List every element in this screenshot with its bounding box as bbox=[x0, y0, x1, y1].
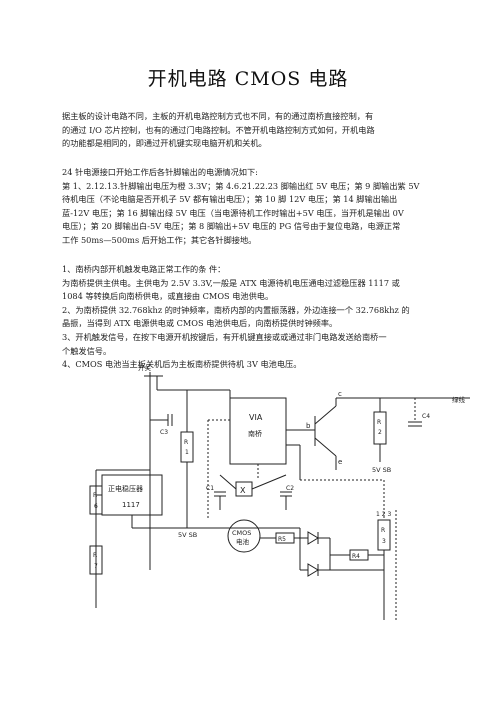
power-line: 工作 50ms—500ms 后开始工作；其它各针脚接地。 bbox=[62, 234, 257, 245]
power-pin-paragraph: 24 针电源接口开始工作后各针脚输出的电源情况如下: 第 1、2.12.13.针… bbox=[62, 166, 434, 248]
condition-line: 个触发信号。 bbox=[62, 345, 112, 356]
condition-line: 1084 等转换后向南桥供电，或直接由 CMOS 电池供电。 bbox=[62, 291, 274, 302]
r5-label: R5 bbox=[278, 536, 286, 543]
page-title: 开机电路 CMOS 电路 bbox=[147, 68, 349, 90]
power-line: 第 1、2.12.13.针脚输出电压为橙 3.3V；第 4.6.21.22.23… bbox=[62, 180, 420, 191]
transistor-emitter: e bbox=[338, 458, 342, 466]
power-line: 待机电压（不论电脑是否开机子 5V 都有输出电压）；第 10 脚 12V 电压；… bbox=[62, 194, 398, 205]
r1-number: 1 bbox=[185, 449, 189, 456]
cmos-label: CMOS bbox=[232, 529, 251, 537]
condition-line: 1、南桥内部开机触发电路正常工作的条 件： bbox=[62, 264, 226, 274]
r2-letter: R bbox=[377, 419, 381, 426]
r1-letter: R bbox=[184, 439, 188, 446]
condition-line: 晶振，当得到 ATX 电源供电或 CMOS 电池供电后，向南桥提供时钟频率。 bbox=[62, 318, 338, 329]
power-line: 蓝-12V 电压；第 16 脚输出绿 5V 电压（当电源待机工作时输出+5V 电… bbox=[62, 207, 404, 218]
r6-letter: R bbox=[93, 492, 97, 499]
power-on-schematic: 开关 绿线 VIA 南桥 正电稳压器 1117 CMOS 电池 X R 1 R … bbox=[89, 363, 470, 620]
condition-line: 为南桥提供主供电。主供电为 2.5V 3.3V,一般是 ATX 电源待机电压通电… bbox=[62, 277, 400, 288]
intro-paragraph: 据主板的设计电路不同，主板的开机电路控制方式也不同，有的通过南桥直接控制，有 的… bbox=[62, 110, 434, 151]
power-line: 电压）；第 20 脚输出白-5V 电压；第 8 脚输出+5V 电压的 PG 信号… bbox=[62, 221, 401, 232]
r3-letter: R bbox=[381, 527, 385, 534]
intro-line: 据主板的设计电路不同，主板的开机电路控制方式也不同，有的通过南桥直接控制，有 bbox=[62, 111, 374, 121]
condition-line: 3、开机触发信号，在按下电源开机按键后，有开机键直接或或通过非门电路发送给南桥一 bbox=[62, 331, 387, 342]
condition-line: 4、CMOS 电池当主板关机后为主板南桥提供待机 3V 电池电压。 bbox=[62, 359, 302, 370]
r2-number: 2 bbox=[378, 429, 382, 436]
r7-number: 7 bbox=[94, 563, 98, 570]
c2-label: C2 bbox=[286, 485, 294, 492]
standby-label-right: 5V SB bbox=[372, 466, 391, 474]
condition-line: 2、为南桥提供 32.768khz 的时钟频率，南桥内部的内置振荡器，外边连接一… bbox=[62, 304, 410, 315]
r3-number: 3 bbox=[382, 538, 386, 545]
crystal-label: X bbox=[240, 486, 246, 495]
c1-label: C1 bbox=[206, 485, 214, 492]
intro-line: 的功能都是相同的，即通过开机键实现电脑开机和关机。 bbox=[62, 138, 267, 149]
conditions-paragraph: 1、南桥内部开机触发电路正常工作的条 件： 为南桥提供主供电。主供电为 2.5V… bbox=[62, 263, 434, 372]
label-green-wire: 绿线 bbox=[452, 395, 466, 404]
transistor-collector: c bbox=[338, 390, 342, 398]
via-chip-label: VIA bbox=[249, 413, 263, 422]
regulator-model: 1117 bbox=[122, 501, 140, 509]
r4-label: R4 bbox=[352, 553, 360, 560]
c3-label: C3 bbox=[160, 429, 168, 436]
r7-letter: R bbox=[93, 552, 97, 559]
r6-number: 6 bbox=[94, 503, 98, 510]
label-switch: 开关 bbox=[138, 363, 152, 372]
switch-pins-label: 1 2 3 bbox=[376, 511, 391, 518]
transistor-base: b bbox=[306, 422, 311, 430]
c4-label: C4 bbox=[422, 413, 430, 420]
southbridge-label: 南桥 bbox=[248, 429, 262, 438]
intro-line: 的通过 I/O 芯片控制，也有的通过门电路控制。不管开机电路控制方式如何，开机电… bbox=[62, 124, 375, 135]
regulator-label: 正电稳压器 bbox=[108, 484, 143, 493]
battery-label: 电池 bbox=[236, 537, 250, 546]
power-line: 24 针电源接口开始工作后各针脚输出的电源情况如下: bbox=[62, 167, 258, 177]
standby-label-left: 5V SB bbox=[178, 531, 197, 539]
